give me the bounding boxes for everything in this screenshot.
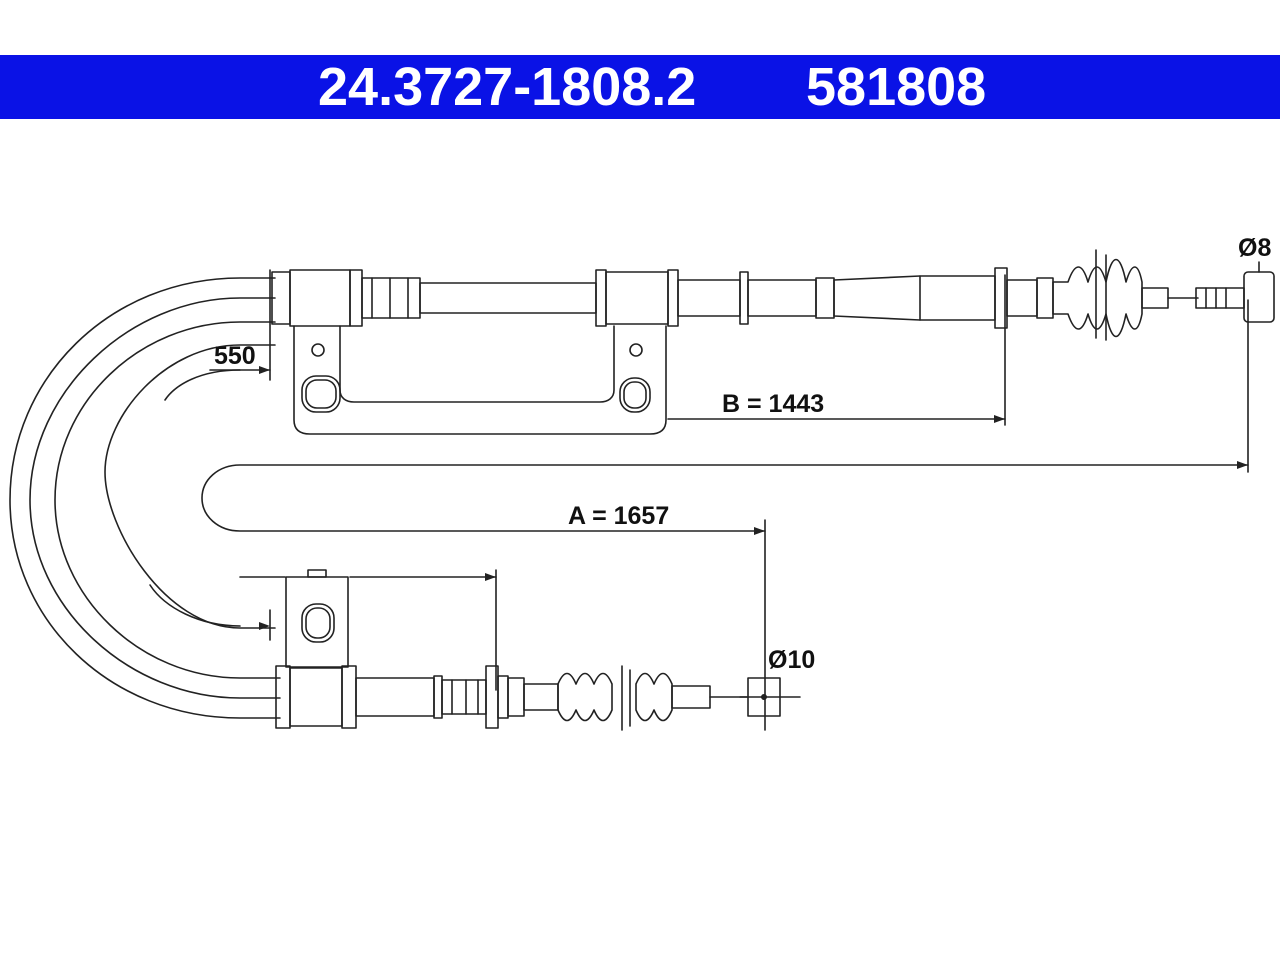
top-boot <box>1052 258 1143 338</box>
part-number: 24.3727-1808.2 <box>318 57 697 117</box>
bottom-tube-2 <box>523 683 559 711</box>
bottom-hex <box>441 679 487 715</box>
arrow-b <box>994 415 1005 423</box>
bottom-ring-3 <box>507 677 525 717</box>
top-threaded-end <box>1195 287 1245 309</box>
dim-550-curve <box>164 369 241 401</box>
cable-outer-line-2 <box>29 297 281 699</box>
top-sleeve <box>289 269 351 327</box>
dim-550-label: 550 <box>214 342 256 370</box>
bottom-bracket-slot <box>301 603 335 643</box>
title-bar: 24.3727-1808.2 581808 <box>0 55 1280 119</box>
top-mid-collar <box>595 269 607 327</box>
bottom-ring-2 <box>497 675 509 719</box>
top-bracket <box>293 325 667 435</box>
top-bracket-inner <box>339 325 615 403</box>
arrow-550-low <box>259 622 270 630</box>
top-end-ring <box>1036 277 1054 319</box>
top-tube-2 <box>677 279 741 317</box>
top-bracket-slot-2 <box>619 377 651 413</box>
top-collar <box>349 269 363 327</box>
dim-a-label: A = 1657 <box>568 502 669 530</box>
top-rod <box>1141 287 1169 309</box>
diameter-bottom-label: Ø10 <box>768 646 815 674</box>
top-mid-sleeve <box>605 271 669 325</box>
dim-b-label: B = 1443 <box>722 390 824 418</box>
overall-dimension-line <box>201 464 1249 532</box>
bottom-bracket-tab <box>307 569 327 578</box>
cable-inner-line <box>54 321 281 679</box>
arrow-overall <box>1237 461 1248 469</box>
bottom-ring <box>433 675 443 719</box>
top-bracket-hole-1 <box>311 343 325 357</box>
bottom-boot-1 <box>557 672 613 722</box>
dim-550-low-curve <box>149 584 241 627</box>
alt-part-number: 581808 <box>806 57 987 117</box>
top-ring-2 <box>815 277 835 319</box>
top-ring <box>739 271 749 325</box>
arrow-a <box>754 527 765 535</box>
bottom-bracket <box>285 576 349 668</box>
bottom-sleeve <box>289 667 343 727</box>
top-hex <box>361 277 421 319</box>
bottom-nipple-center <box>761 694 767 700</box>
top-bracket-slot-1 <box>301 375 341 413</box>
top-mid-collar-2 <box>667 269 679 327</box>
cable-outer-line <box>9 277 281 719</box>
bottom-boot-2 <box>635 672 673 722</box>
top-taper <box>833 275 996 321</box>
top-tube-3 <box>747 279 817 317</box>
bottom-tube <box>355 677 435 717</box>
top-bracket-hole-2 <box>629 343 643 357</box>
diameter-top-label: Ø8 <box>1238 234 1271 262</box>
arrow-lower <box>485 573 496 581</box>
top-tube <box>419 282 597 314</box>
bottom-collar <box>341 665 357 729</box>
top-end-body <box>1006 279 1038 317</box>
bottom-rod <box>671 685 711 709</box>
cable-inner-line-2 <box>104 344 276 629</box>
arrow-550 <box>259 366 270 374</box>
